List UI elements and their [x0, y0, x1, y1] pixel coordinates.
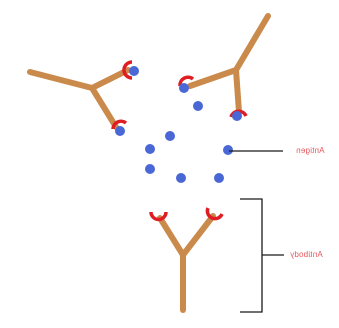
antibody-arm	[190, 70, 236, 86]
antigen	[214, 173, 224, 183]
antibody-arm	[92, 70, 128, 88]
antigen	[145, 144, 155, 154]
antibody-label: Antibody	[290, 250, 323, 259]
antigen	[176, 173, 186, 183]
antigen	[193, 101, 203, 111]
antibody-bottom	[151, 208, 222, 310]
antigen	[179, 83, 189, 93]
antibody-stem	[30, 72, 92, 88]
antibody-top-left	[30, 62, 132, 129]
antibody-arm	[183, 216, 213, 255]
antibody-top-right	[180, 16, 268, 117]
antigen	[145, 164, 155, 174]
antigen	[232, 111, 242, 121]
bracket-line	[240, 199, 262, 312]
antibody-stem	[236, 16, 268, 70]
antibody-bracket	[240, 199, 284, 312]
antigen	[129, 66, 139, 76]
antibody-arm	[236, 70, 239, 112]
antigen	[223, 145, 233, 155]
antibody-arm	[92, 88, 116, 127]
antigen-label: Antigen	[296, 146, 325, 155]
binding-site	[207, 208, 222, 219]
antigen	[115, 126, 125, 136]
antigen	[165, 131, 175, 141]
antibody-arm	[160, 218, 183, 255]
